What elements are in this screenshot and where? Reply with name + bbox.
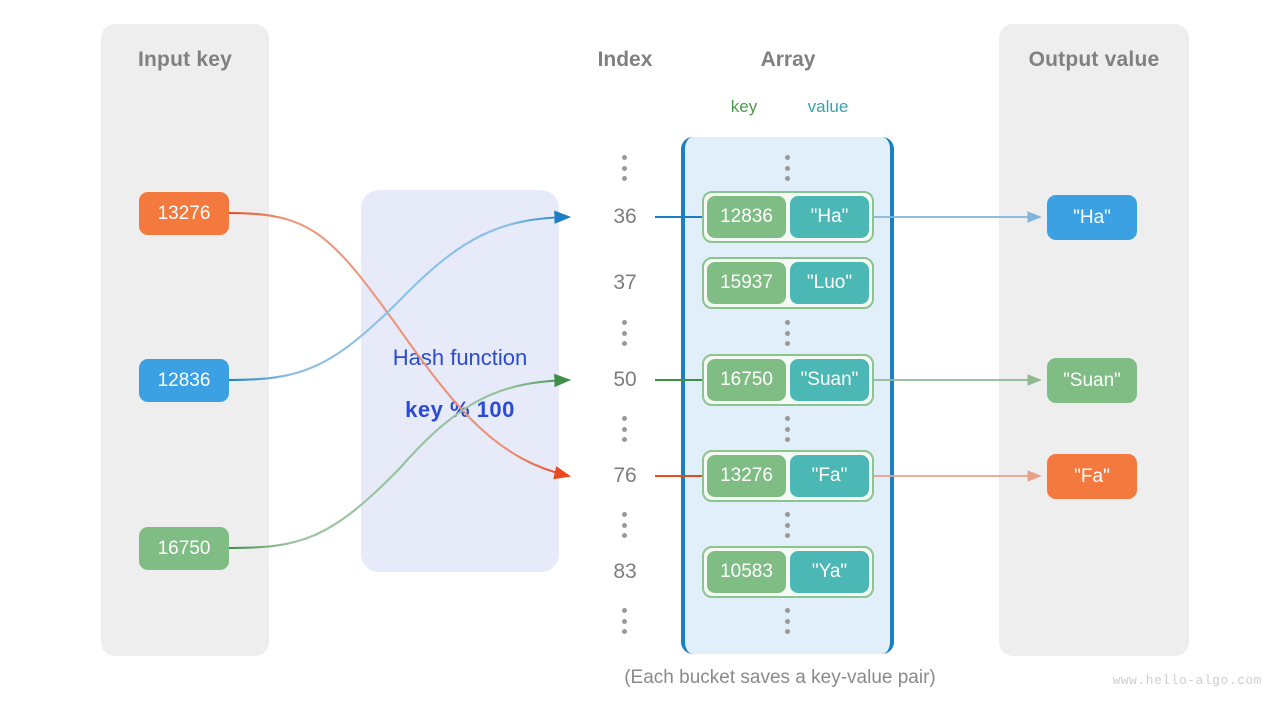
index-ellipsis-bottom xyxy=(622,608,627,634)
bucket-key: 15937 xyxy=(707,262,786,304)
site-watermark: www.hello-algo.com xyxy=(1112,673,1262,688)
bucket-value: "Ya" xyxy=(790,551,869,593)
input-key-pill-13276[interactable]: 13276 xyxy=(139,192,229,235)
bucket-row[interactable]: 13276 "Fa" xyxy=(702,450,874,502)
output-value-pill-ha[interactable]: "Ha" xyxy=(1047,195,1137,240)
bucket-value: "Fa" xyxy=(790,455,869,497)
output-value-pill-fa[interactable]: "Fa" xyxy=(1047,454,1137,499)
array-ellipsis-1 xyxy=(785,320,790,346)
bucket-key: 16750 xyxy=(707,359,786,401)
output-value-pill-suan[interactable]: "Suan" xyxy=(1047,358,1137,403)
hash-function-box: Hash function key % 100 xyxy=(361,190,559,572)
input-key-panel-title: Input key xyxy=(138,48,232,71)
bucket-value: "Luo" xyxy=(790,262,869,304)
index-label-36: 36 xyxy=(613,205,637,228)
bucket-key: 10583 xyxy=(707,551,786,593)
index-ellipsis-3 xyxy=(622,512,627,538)
hash-function-expression: key % 100 xyxy=(405,397,515,422)
bucket-key: 13276 xyxy=(707,455,786,497)
index-ellipsis-2 xyxy=(622,416,627,442)
output-value-panel-title: Output value xyxy=(1028,48,1160,71)
index-ellipsis-1 xyxy=(622,320,627,346)
index-label-37: 37 xyxy=(613,271,637,294)
index-column-header: Index xyxy=(597,48,653,71)
array-ellipsis-2 xyxy=(785,416,790,442)
bucket-value: "Suan" xyxy=(790,359,869,401)
index-label-76: 76 xyxy=(613,464,637,487)
key-subheader: key xyxy=(730,97,758,116)
bucket-row[interactable]: 16750 "Suan" xyxy=(702,354,874,406)
bucket-key: 12836 xyxy=(707,196,786,238)
bucket-row[interactable]: 15937 "Luo" xyxy=(702,257,874,309)
array-ellipsis-top xyxy=(785,155,790,181)
bucket-row[interactable]: 12836 "Ha" xyxy=(702,191,874,243)
value-subheader: value xyxy=(807,97,849,116)
array-column-header: Array xyxy=(760,48,816,71)
diagram-caption: (Each bucket saves a key-value pair) xyxy=(624,667,936,688)
input-key-pill-16750[interactable]: 16750 xyxy=(139,527,229,570)
index-ellipsis-top xyxy=(622,155,627,181)
input-key-pill-12836[interactable]: 12836 xyxy=(139,359,229,402)
output-value-panel: Output value xyxy=(999,24,1189,656)
index-label-83: 83 xyxy=(613,560,637,583)
bucket-row[interactable]: 10583 "Ya" xyxy=(702,546,874,598)
bucket-value: "Ha" xyxy=(790,196,869,238)
array-ellipsis-bottom xyxy=(785,608,790,634)
hash-function-name: Hash function xyxy=(392,345,528,370)
index-label-50: 50 xyxy=(613,368,637,391)
array-ellipsis-3 xyxy=(785,512,790,538)
